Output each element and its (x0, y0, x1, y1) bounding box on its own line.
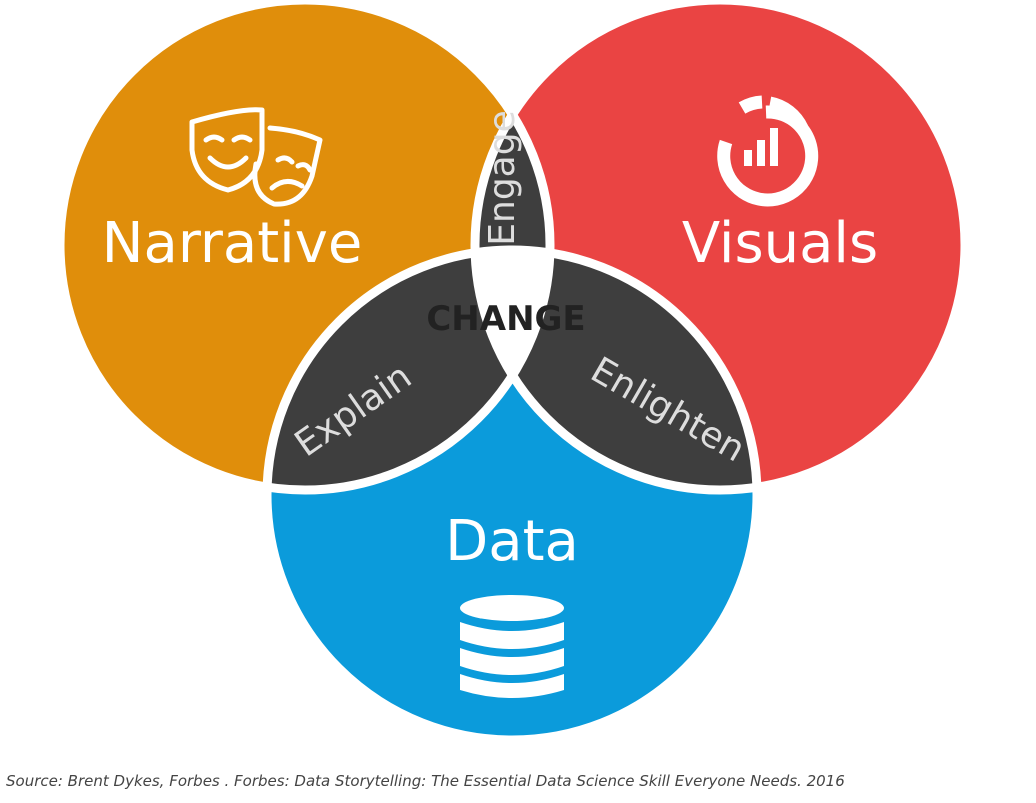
source-caption: Source: Brent Dykes, Forbes . Forbes: Da… (6, 772, 845, 790)
narrative-outline (55, 0, 555, 495)
visuals-label: Visuals (682, 211, 878, 276)
narrative-label: Narrative (102, 211, 363, 276)
theater-masks-icon (189, 107, 323, 207)
data-label: Data (445, 509, 579, 574)
database-icon (460, 595, 564, 698)
change-label: CHANGE (426, 299, 585, 339)
engage-label: Engage (482, 110, 523, 245)
visuals-outline (470, 0, 970, 495)
explain-region (267, 250, 550, 490)
data-outline (262, 245, 762, 745)
chart-dashboard-icon (717, 95, 819, 207)
enlighten-region (475, 250, 757, 490)
venn-diagram: Narrative Visuals Data Engage Explain En… (55, 0, 970, 745)
